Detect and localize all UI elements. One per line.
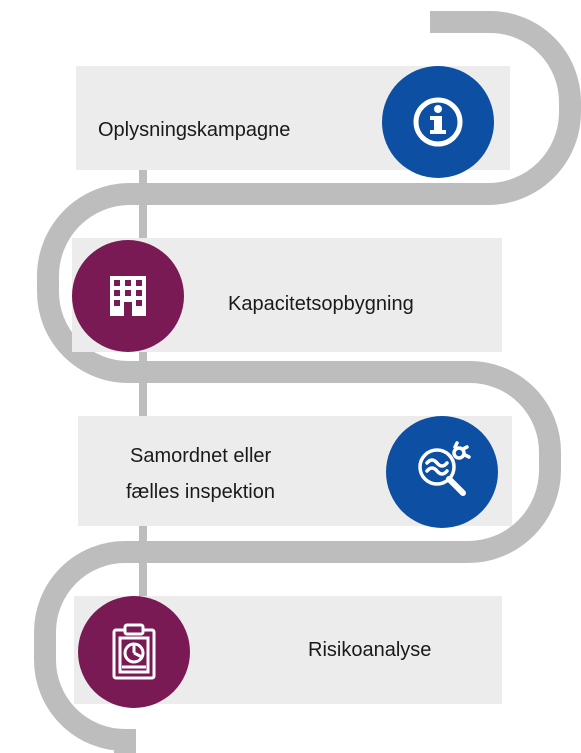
info-icon (413, 97, 463, 147)
step-circle-2 (72, 240, 184, 352)
step-label-3-line-2: fælles inspektion (126, 481, 275, 503)
building-icon (110, 276, 146, 316)
clipboard-chart-icon (112, 623, 156, 680)
step-label-2: Kapacitetsopbygning (228, 293, 414, 315)
step-label-1: Oplysningskampagne (98, 119, 291, 141)
step-circle-3 (386, 416, 498, 528)
step-label-3-line-1: Samordnet eller (130, 445, 272, 467)
step-label-4: Risikoanalyse (308, 639, 432, 661)
step-circle-4 (78, 596, 190, 708)
step-circle-1 (382, 66, 494, 178)
magnifier-icon (418, 441, 471, 496)
